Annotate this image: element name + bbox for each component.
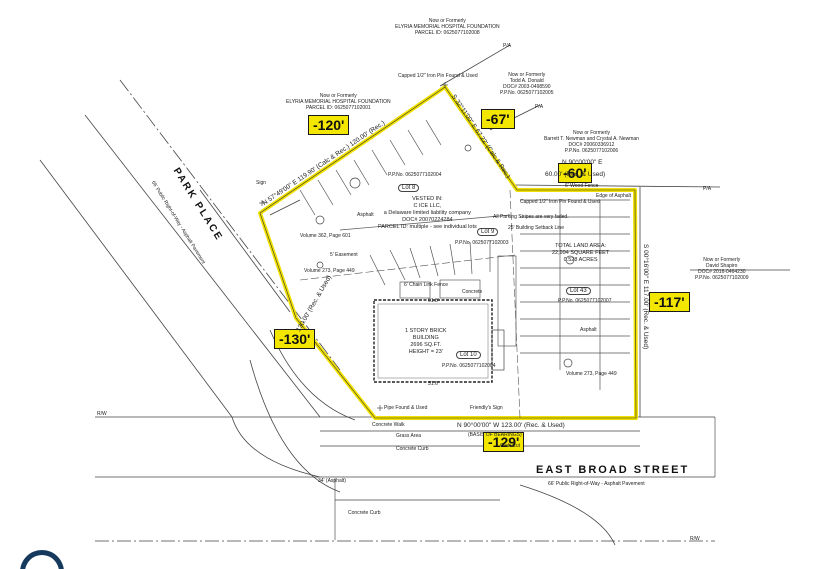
owner-block-far-right: Now or Formerly David Shapiro DOC# 2016-…: [695, 257, 748, 281]
note-easement: 5' Easement: [330, 252, 358, 258]
owner-block-top-left: Now or Formerly ELYRIA MEMORIAL HOSPITAL…: [286, 93, 391, 111]
note-row: R/W: [690, 536, 700, 542]
lot-label: Lot 9: [477, 228, 499, 236]
building-outline: [373, 299, 505, 383]
interior-lot-lines: [299, 189, 521, 419]
note-concrete-curb: Concrete Curb: [396, 446, 429, 452]
owner-line: Now or Formerly: [508, 72, 546, 78]
fence-areas: [399, 255, 517, 347]
building-line: HEIGHT = 23': [408, 349, 443, 355]
note-sign: Sign: [256, 180, 267, 186]
owner-line: PARCEL ID: 0625077102008: [414, 30, 480, 36]
owner-line: David Shapiro: [706, 263, 738, 269]
land-area-line: TOTAL LAND AREA:: [555, 243, 607, 249]
owner-line: PARCEL ID: 0625077102001: [305, 105, 371, 111]
land-area-line: 22,994 SQUARE FEET: [552, 250, 610, 256]
parcel-number: P.P.No. 0625077102004: [442, 363, 496, 369]
lot-label: Lot 8: [398, 184, 420, 192]
note-iron-pin: Capped 1/2" Iron Pin Found & Used: [520, 199, 600, 205]
owner-line: Now or Formerly: [428, 18, 466, 24]
street-name-east-broad: EAST BROAD STREET: [536, 464, 690, 476]
vesting-line: a Delaware limited liability company: [383, 210, 471, 216]
owner-block-right: Now or Formerly Barrett T. Newman and Cr…: [544, 130, 639, 154]
note-half-asphalt: 34' (Asphalt): [318, 478, 346, 484]
dimension-marks: [334, 417, 716, 540]
lot-label: Lot 43: [566, 287, 591, 295]
dimension-west: -130': [274, 329, 316, 349]
volume-ref: Volume 362, Page 601: [300, 233, 351, 239]
street-subtitle-east-broad: 66' Public Right-of-Way - Asphalt Paveme…: [548, 481, 645, 487]
note-pa: P/A: [503, 43, 512, 49]
building-line: 2696 SQ.FT.: [410, 342, 442, 348]
bearing-used-60: 60.00' (Rec. & Used): [545, 171, 606, 178]
building-line: 1 STORY BRICK: [405, 328, 447, 334]
parcel-number: P.P.No. 0625077102007: [558, 298, 612, 304]
bearing-east-top: N 90°00'00" E: [562, 159, 603, 166]
note-concrete-curb: Concrete Curb: [348, 510, 381, 516]
dimension-north-west: -120': [308, 115, 350, 135]
owner-block-top: Now or Formerly ELYRIA MEMORIAL HOSPITAL…: [395, 18, 500, 36]
basis-of-bearings: (BASIS OF BEARINGS): [468, 432, 522, 438]
owner-line: Now or Formerly: [573, 130, 610, 136]
building-line: BUILDING: [412, 335, 439, 341]
bearing-east: S 00°16'00" E 117.00' (Rec. & Used): [642, 244, 649, 350]
owner-line: DOC# 2016-0464230: [697, 269, 746, 275]
vesting-line: VESTED IN:: [412, 196, 443, 202]
note-pa: P/A: [703, 186, 712, 192]
note-iron-pin: Capped 1/2" Iron Pin Found & Used: [398, 73, 478, 79]
dimension-south: -129': [483, 432, 525, 452]
vesting-block: VESTED IN: C ICE LLC, a Delaware limited…: [378, 196, 477, 231]
note-concrete-walk: Concrete Walk: [372, 422, 405, 428]
parcel-number: P.P.No. 0625077102004: [388, 172, 442, 178]
bearing-south: N 90°00'00" W 123.00' (Rec. & Used): [457, 422, 565, 429]
note-pipe-found: Pipe Found & Used: [384, 405, 428, 411]
note-row: R/W: [97, 411, 107, 417]
survey-points: [259, 82, 448, 411]
land-area-line: 0.528 ACRES: [563, 257, 598, 263]
owner-line: Now or Formerly: [703, 257, 741, 263]
owner-block-top-right: Now or Formerly Todd A. Donald DOC# 2003…: [500, 72, 553, 96]
note-pa: P/A: [535, 104, 544, 110]
note-asphalt: Asphalt: [357, 212, 374, 218]
note-building-setback: 25' Building Setback Line: [508, 225, 564, 231]
owner-line: P.P.No. 0625077102009: [695, 275, 749, 281]
volume-ref: Volume 273, Page 449: [304, 268, 355, 274]
note-dim-61: 61.8': [428, 298, 439, 304]
note-grass-area: Grass Area: [396, 433, 422, 439]
note-parking: All Parking Stripes are very faded.: [493, 214, 569, 220]
owner-line: P.P.No. 0625077102006: [564, 148, 619, 154]
land-area-block: TOTAL LAND AREA: 22,994 SQUARE FEET 0.52…: [552, 243, 609, 264]
owner-line: P.P.No. 0625077102005: [500, 90, 554, 96]
vesting-line: PARCEL ID: multiple - see individual lot…: [378, 224, 477, 230]
note-curb-cut: Curb Cut: [500, 443, 521, 449]
parcel-number: P.P.No. 0625077102003: [455, 240, 509, 246]
dimension-north-east: -67': [481, 109, 515, 129]
vesting-line: DOC# 20070224284: [402, 217, 453, 223]
owner-line: Now or Formerly: [319, 93, 357, 99]
owner-line: Barrett T. Newman and Crystal A. Newman: [544, 136, 639, 142]
dimension-east: -117': [649, 292, 690, 312]
owner-line: DOC# 20060336912: [568, 142, 615, 148]
owner-line: ELYRIA MEMORIAL HOSPITAL FOUNDATION: [395, 24, 500, 30]
dimension-east-top: -60': [558, 163, 592, 183]
owner-line: Todd A. Donald: [509, 78, 544, 84]
parking-stalls-east: [520, 199, 630, 390]
right-of-way-lines: [39, 44, 790, 546]
owner-line: DOC# 2003-0498590: [502, 84, 551, 90]
tree-markers: [315, 144, 575, 368]
note-dim-31: 31.6': [428, 381, 439, 387]
building-label: 1 STORY BRICK BUILDING 2696 SQ.FT. HEIGH…: [405, 328, 447, 356]
volume-ref: Volume 273, Page 449: [566, 371, 617, 377]
note-asphalt: Asphalt: [580, 327, 597, 333]
note-edge-asphalt: Edge of Asphalt: [596, 193, 632, 199]
owner-line: ELYRIA MEMORIAL HOSPITAL FOUNDATION: [286, 99, 391, 105]
note-chain-link: 6' Chain Link Fence: [404, 282, 449, 288]
note-wood-fence: 6' Wood Fence: [565, 183, 599, 189]
parking-stalls-north: [299, 119, 511, 286]
note-concrete: Concrete: [462, 289, 483, 295]
note-friendly-sign: Friendly's Sign: [470, 405, 503, 411]
lot-label: Lot 10: [456, 351, 481, 359]
vesting-line: C ICE LLC,: [413, 203, 442, 209]
